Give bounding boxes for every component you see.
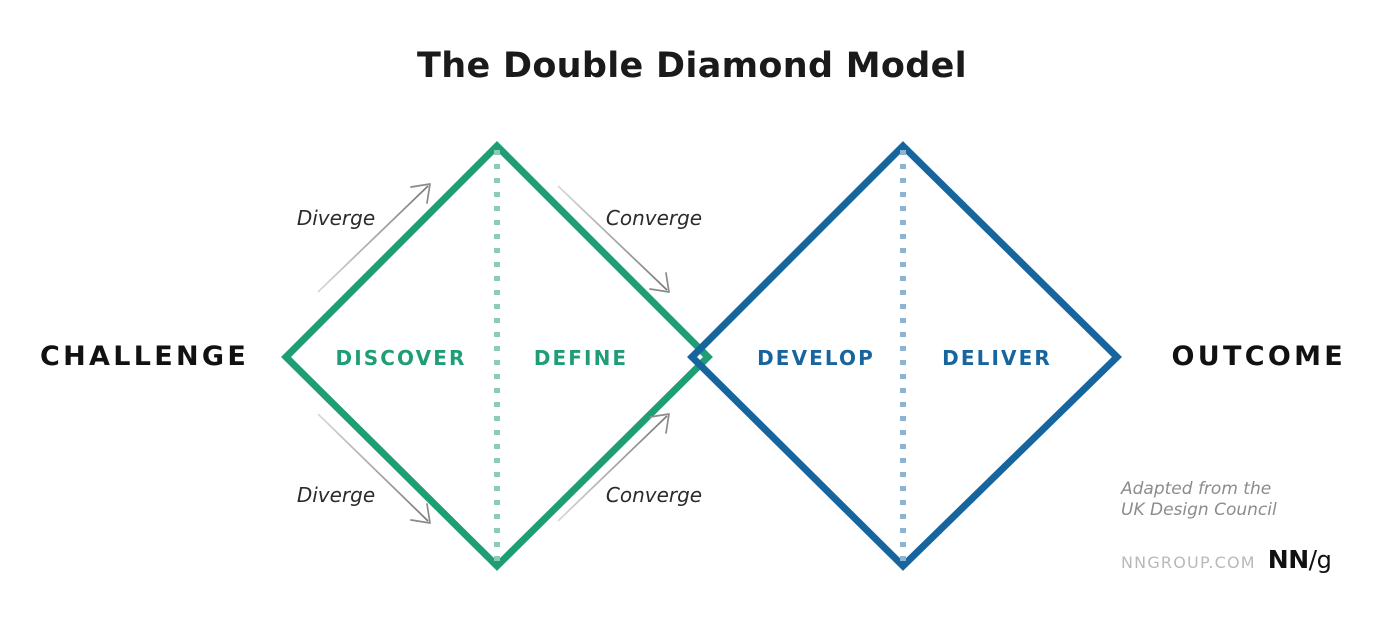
nng-logo: NN/g [1268,545,1332,574]
converge-bottom-arrow [557,413,670,522]
delivery-diamond-outline [687,141,1122,571]
challenge-label: CHALLENGE [40,341,250,372]
attribution-line-1: Adapted from the [1121,479,1272,499]
discovery-diamond-outline [281,141,713,571]
converge-bottom-label: Converge [605,483,703,507]
page-title: The Double Diamond Model [417,46,967,86]
attribution-text: Adapted from the UK Design Council [1121,479,1277,521]
attribution-line-2: UK Design Council [1121,500,1277,520]
phase-label-deliver: DELIVER [942,346,1052,370]
nng-logo-g: g [1316,546,1332,574]
diverge-bottom-label: Diverge [296,483,376,507]
converge-top-arrow [557,185,670,293]
diverge-top-label: Diverge [296,206,376,230]
diverge-top-arrow [317,183,431,293]
outcome-label: OUTCOME [1171,341,1346,372]
phase-label-define: DEFINE [533,346,629,370]
nngroup-url: NNGROUP.COM [1121,553,1256,572]
source-row: NNGROUP.COM NN/g [1121,545,1332,574]
phase-label-discover: DISCOVER [335,346,467,370]
diverge-bottom-arrow [317,413,431,524]
phase-label-develop: DEVELOP [757,346,875,370]
nng-logo-slash: / [1308,545,1317,574]
nng-logo-nn: NN [1267,545,1309,574]
converge-top-label: Converge [605,206,703,230]
